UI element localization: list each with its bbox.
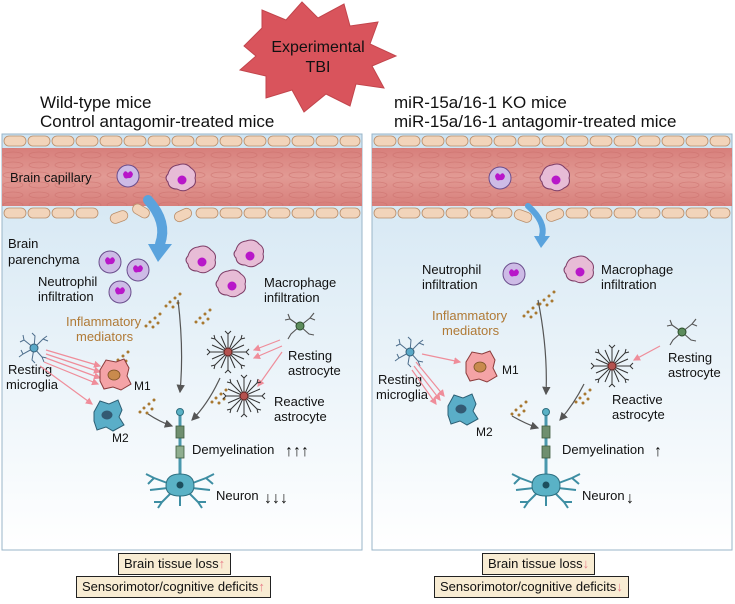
left-reactive-astrocyte-label-2: astrocyte: [274, 409, 327, 424]
right-reactive-astrocyte-label-1: Reactive: [612, 392, 663, 407]
left-m1-cell: [99, 358, 132, 391]
left-neuron-arrows: ↓↓↓: [264, 490, 288, 507]
tbi-starburst: Experimental TBI: [238, 1, 398, 113]
right-microglia-label-1: Resting: [378, 372, 422, 387]
left-resting-astrocyte-label-1: Resting: [288, 348, 332, 363]
left-deficits-label: Sensorimotor/cognitive deficits: [82, 579, 259, 594]
right-panel: miR-15a/16-1 KO mice miR-15a/16-1 antago…: [371, 93, 733, 551]
left-microglia-label-2: microglia: [6, 377, 59, 392]
left-macrophage-label-2: infiltration: [264, 290, 320, 305]
left-microglia-label-1: Resting: [8, 362, 52, 377]
right-m2-cell: [447, 393, 479, 426]
left-m2-label: M2: [112, 431, 129, 445]
right-tissue-loss-arrow: ↓: [582, 556, 590, 571]
right-flow-arrow: [525, 203, 546, 239]
right-tissue-loss-box: Brain tissue loss↓: [482, 553, 596, 575]
right-resting-astrocyte-label-2: astrocyte: [668, 365, 721, 380]
right-neutrophil: [502, 262, 526, 286]
right-inflammatory-label-1: Inflammatory: [432, 308, 508, 323]
right-neuron-arrows: ↓: [626, 490, 634, 507]
left-resting-astrocyte-label-2: astrocyte: [288, 363, 341, 378]
right-macrophage-label-1: Macrophage: [601, 262, 673, 277]
right-endothelium-top: [373, 135, 731, 147]
right-myelin: [541, 425, 551, 459]
right-resting-astrocyte-label-1: Resting: [668, 350, 712, 365]
right-title-2: miR-15a/16-1 antagomir-treated mice: [394, 112, 677, 131]
right-deficits-box: Sensorimotor/cognitive deficits↓: [434, 576, 629, 598]
left-title-2: Control antagomir-treated mice: [40, 112, 274, 131]
left-title-1: Wild-type mice: [40, 93, 151, 112]
right-macrophage-label-2: infiltration: [601, 277, 657, 292]
left-m2-cell: [93, 399, 125, 432]
right-inflammatory-label-2: mediators: [442, 323, 500, 338]
left-inflammatory-label-1: Inflammatory: [66, 314, 142, 329]
left-reactive-astrocyte-label-1: Reactive: [274, 394, 325, 409]
left-deficits-box: Sensorimotor/cognitive deficits↑: [76, 576, 271, 598]
right-title-1: miR-15a/16-1 KO mice: [394, 93, 567, 112]
left-brain-capillary-label: Brain capillary: [10, 170, 92, 185]
right-neutrophil-label-1: Neutrophil: [422, 262, 481, 277]
left-neutrophil-label-2: infiltration: [38, 289, 94, 304]
left-tissue-loss-label: Brain tissue loss: [124, 556, 219, 571]
left-neutrophil-3: [108, 280, 132, 304]
right-deficits-label: Sensorimotor/cognitive deficits: [440, 579, 617, 594]
left-neutrophil-1: [98, 250, 122, 274]
left-vessel-neutrophil: [116, 164, 140, 188]
left-inflammatory-label-2: mediators: [76, 329, 134, 344]
left-panel: Wild-type mice Control antagomir-treated…: [1, 93, 363, 551]
right-microglia-label-2: microglia: [376, 387, 429, 402]
tbi-title-line1: Experimental: [271, 39, 364, 56]
left-tissue-loss-arrow: ↑: [218, 556, 226, 571]
left-flow-arrow: [143, 195, 168, 249]
right-reactive-astrocyte-label-2: astrocyte: [612, 407, 665, 422]
left-demyelination-arrows: ↑↑↑: [285, 443, 309, 460]
right-tissue-loss-label: Brain tissue loss: [488, 556, 583, 571]
left-parenchyma-label-1: Brain: [8, 236, 38, 251]
right-m1-cell: [465, 350, 498, 383]
left-neutrophil-2: [126, 258, 150, 282]
left-neutrophil-label-1: Neutrophil: [38, 274, 97, 289]
right-m2-label: M2: [476, 425, 493, 439]
tbi-title-line2: TBI: [306, 59, 331, 76]
right-neutrophil-label-2: infiltration: [422, 277, 478, 292]
right-neuron-label: Neuron: [582, 488, 625, 503]
left-m1-label: M1: [134, 379, 151, 393]
left-deficits-arrow: ↑: [258, 579, 265, 594]
left-tissue-loss-box: Brain tissue loss↑: [118, 553, 232, 575]
right-demyelination-label: Demyelination: [562, 442, 644, 457]
left-neuron-label: Neuron: [216, 488, 259, 503]
left-endothelium-bottom: [3, 203, 361, 224]
right-vessel-neutrophil: [488, 166, 512, 190]
left-parenchyma-label-2: parenchyma: [8, 252, 80, 267]
left-demyelination-label: Demyelination: [192, 442, 274, 457]
left-macrophage-label-1: Macrophage: [264, 275, 336, 290]
right-demyelination-arrows: ↑: [654, 443, 662, 460]
right-endothelium-bottom: [373, 207, 731, 223]
left-myelin: [175, 425, 185, 459]
right-deficits-arrow: ↓: [616, 579, 623, 594]
left-endothelium-top: [3, 135, 361, 147]
right-m1-label: M1: [502, 363, 519, 377]
